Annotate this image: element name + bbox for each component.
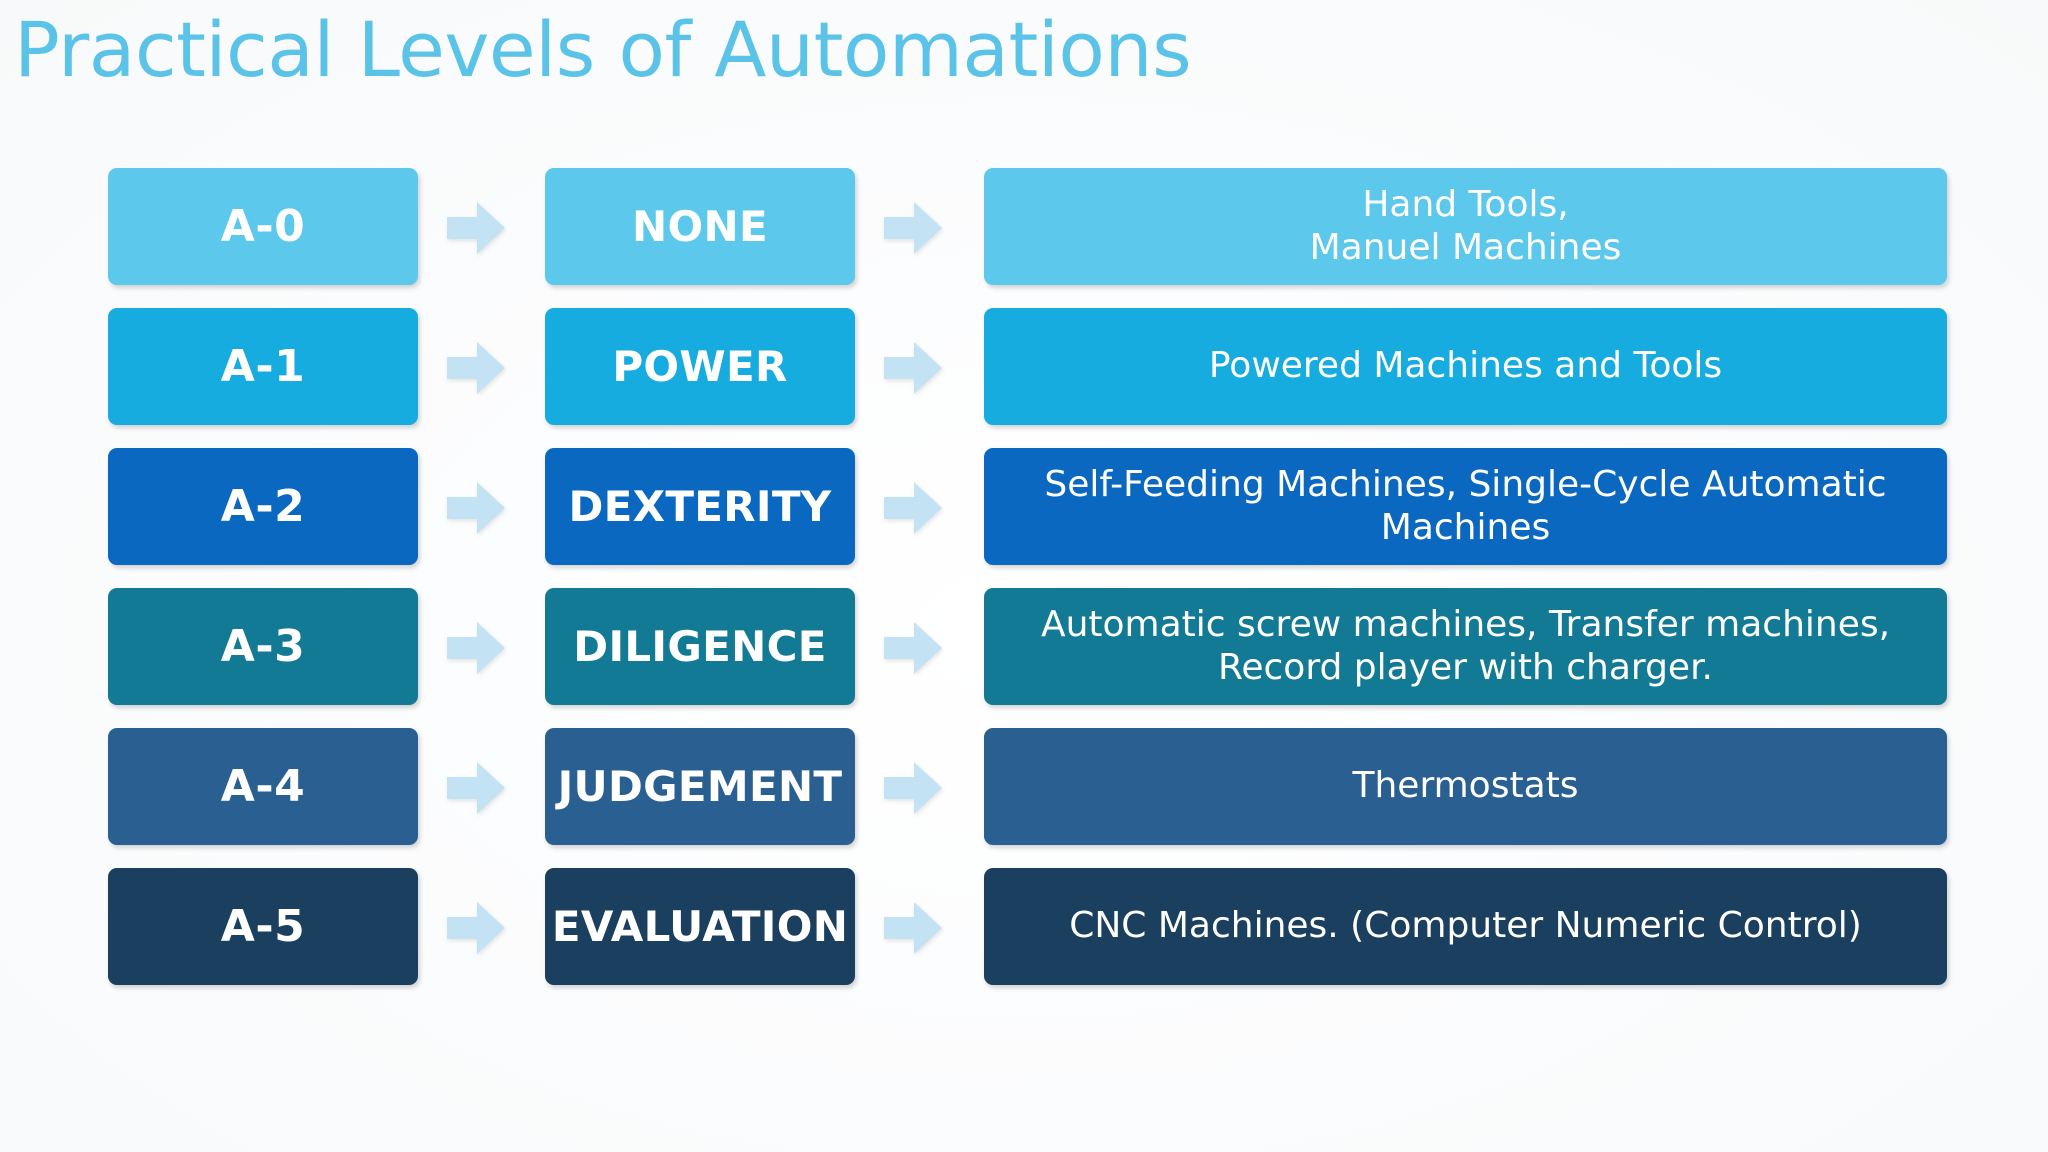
level-description-box[interactable]: Powered Machines and Tools [984,308,1947,425]
right-arrow-icon [884,762,942,814]
level-name-label: NONE [632,202,768,251]
level-code-box[interactable]: A-2 [108,448,418,565]
right-arrow-icon [447,482,505,534]
level-name-box[interactable]: DILIGENCE [545,588,855,705]
level-code-label: A-2 [220,481,306,532]
level-name-box[interactable]: EVALUATION [545,868,855,985]
right-arrow-icon [447,762,505,814]
level-description-text: CNC Machines. (Computer Numeric Control) [1069,905,1862,947]
automation-level-row: A-2 DEXTERITY Self-Feeding Machines, Singl… [0,448,2048,565]
level-code-box[interactable]: A-0 [108,168,418,285]
level-code-box[interactable]: A-5 [108,868,418,985]
right-arrow-icon [884,902,942,954]
level-name-label: POWER [612,342,788,391]
level-description-box[interactable]: Self-Feeding Machines, Single-Cycle Auto… [984,448,1947,565]
level-description-text: Automatic screw machines, Transfer machi… [1040,604,1891,688]
level-name-label: JUDGEMENT [557,762,843,811]
level-description-box[interactable]: Thermostats [984,728,1947,845]
level-description-text: Self-Feeding Machines, Single-Cycle Auto… [1044,464,1887,548]
level-code-box[interactable]: A-3 [108,588,418,705]
level-name-box[interactable]: POWER [545,308,855,425]
level-code-label: A-1 [220,341,306,392]
right-arrow-icon [884,622,942,674]
right-arrow-icon [447,342,505,394]
level-name-label: DILIGENCE [573,622,827,671]
right-arrow-icon [884,202,942,254]
right-arrow-icon [447,902,505,954]
level-description-box[interactable]: Automatic screw machines, Transfer machi… [984,588,1947,705]
right-arrow-icon [447,622,505,674]
automation-level-row: A-5 EVALUATION CNC Machines. (Computer Num… [0,868,2048,985]
level-code-box[interactable]: A-1 [108,308,418,425]
level-name-label: EVALUATION [551,902,849,951]
level-description-box[interactable]: CNC Machines. (Computer Numeric Control) [984,868,1947,985]
level-description-text: Hand Tools, Manuel Machines [1309,184,1622,268]
automation-level-row: A-0 NONE Hand Tools, Manuel Machines [0,168,2048,285]
right-arrow-icon [447,202,505,254]
level-code-box[interactable]: A-4 [108,728,418,845]
level-name-box[interactable]: NONE [545,168,855,285]
right-arrow-icon [884,342,942,394]
level-code-label: A-5 [220,901,306,952]
level-name-label: DEXTERITY [568,482,832,531]
level-code-label: A-0 [220,201,306,252]
level-description-text: Thermostats [1352,765,1579,807]
automation-level-row: A-4 JUDGEMENT Thermostats [0,728,2048,845]
automation-level-row: A-3 DILIGENCE Automatic screw machines, Tr… [0,588,2048,705]
automation-level-row: A-1 POWER Powered Machines and Tools [0,308,2048,425]
page-title: Practical Levels of Automations [14,5,1192,94]
level-name-box[interactable]: JUDGEMENT [545,728,855,845]
level-description-text: Powered Machines and Tools [1208,345,1723,387]
level-code-label: A-3 [220,621,306,672]
level-name-box[interactable]: DEXTERITY [545,448,855,565]
level-description-box[interactable]: Hand Tools, Manuel Machines [984,168,1947,285]
level-code-label: A-4 [220,761,306,812]
right-arrow-icon [884,482,942,534]
